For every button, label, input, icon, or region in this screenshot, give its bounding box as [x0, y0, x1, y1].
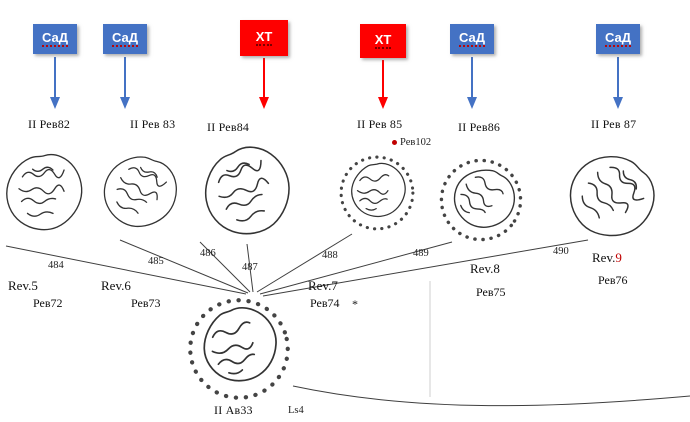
group-label-rev6: Rev.6	[101, 278, 131, 293]
asterisk-mark: *	[352, 297, 358, 311]
legend-box-label: СаД	[41, 30, 69, 47]
group-label-rev9-prefix: Rev.	[592, 250, 616, 265]
die-link-line-485	[119, 239, 249, 294]
coin-drawing-rev86	[438, 156, 524, 244]
legend-box-sad-2: СаД	[103, 24, 147, 54]
group-label-rev9-number: 9	[615, 250, 622, 265]
group-sublabel-rev74: Рев74	[310, 296, 340, 310]
legend-box-xt-1: ХТ	[240, 20, 288, 56]
ls4-label: Ls4	[288, 405, 304, 416]
down-arrow-icon	[378, 60, 388, 109]
coin-drawing-rev82	[6, 153, 83, 231]
down-arrow-icon	[613, 57, 623, 109]
die-link-line-488	[256, 233, 353, 293]
group-sublabel-rev76: Рев76	[598, 273, 628, 287]
legend-box-sad-1: СаД	[33, 24, 77, 54]
legend-box-sad-3: СаД	[450, 24, 494, 54]
note-rev102: Рев102	[392, 137, 431, 148]
arrow-head	[378, 97, 388, 109]
coin-drawing-rev84	[200, 143, 296, 241]
arrow-head	[467, 97, 477, 109]
die-label-rev83: II Рев 83	[130, 117, 176, 131]
legend-box-label: СаД	[458, 30, 486, 47]
legend-box-xt-2: ХТ	[360, 24, 406, 58]
down-arrow-icon	[259, 58, 269, 109]
link-number-484: 484	[48, 260, 64, 271]
group-label-rev8: Rev.8	[470, 261, 500, 276]
die-link-line-486	[199, 241, 251, 293]
legend-box-label: ХТ	[255, 29, 273, 46]
legend-box-label: СаД	[111, 30, 139, 47]
die-label-rev84: II Рев84	[207, 120, 250, 134]
arrow-head	[120, 97, 130, 109]
coin-drawing-rev83	[100, 150, 180, 235]
group-sublabel-rev72: Рев72	[33, 296, 63, 310]
legend-box-label: СаД	[604, 30, 632, 47]
arrow-head	[50, 97, 60, 109]
die-label-rev86: II Рев86	[458, 120, 501, 134]
down-arrow-icon	[50, 57, 60, 109]
link-number-489: 489	[413, 248, 429, 259]
die-label-rev87: II Рев 87	[591, 117, 637, 131]
coin-drawing-av33	[183, 296, 295, 402]
legend-box-sad-4: СаД	[596, 24, 640, 54]
coin-drawing-rev85	[339, 155, 415, 231]
note-label: Рев102	[400, 137, 432, 148]
die-link-line-484	[5, 245, 247, 295]
link-number-486: 486	[200, 248, 216, 259]
bottom-curve-line	[292, 385, 690, 407]
red-dot-icon	[392, 140, 397, 145]
die-link-line-487	[246, 243, 254, 293]
arrow-head	[259, 97, 269, 109]
link-number-490: 490	[553, 246, 569, 257]
bottom-coin-label: II Ав33	[214, 403, 253, 417]
link-number-488: 488	[322, 250, 338, 261]
down-arrow-icon	[120, 57, 130, 109]
link-number-485: 485	[148, 256, 164, 267]
coin-drawing-rev87	[565, 150, 657, 244]
down-arrow-icon	[467, 57, 477, 109]
group-sublabel-rev73: Рев73	[131, 296, 161, 310]
arrow-head	[613, 97, 623, 109]
group-label-rev7: Rev.7	[308, 278, 338, 293]
group-label-rev5: Rev.5	[8, 278, 38, 293]
die-label-rev82: II Рев82	[28, 117, 71, 131]
legend-box-label: ХТ	[374, 32, 392, 49]
group-sublabel-rev75: Рев75	[476, 285, 506, 299]
die-label-rev85: II Рев 85	[357, 117, 403, 131]
die-link-line-489	[259, 241, 453, 295]
die-link-line-490	[262, 239, 589, 297]
group-label-rev9: Rev.9	[592, 250, 622, 266]
link-number-487: 487	[242, 262, 258, 273]
